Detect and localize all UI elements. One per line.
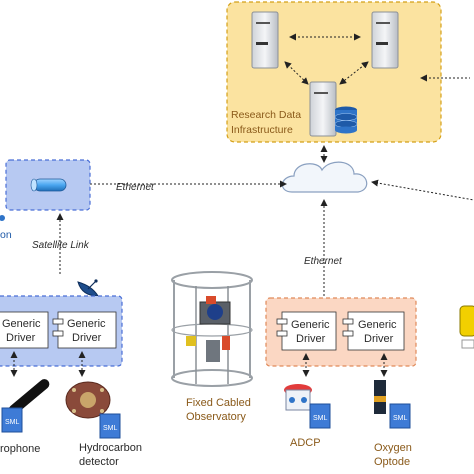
partial-device-icon: [459, 305, 474, 349]
server-link: [284, 61, 309, 85]
driver-label: Generic: [67, 318, 106, 330]
server-link: [339, 61, 369, 85]
partial-label: on: [0, 229, 12, 241]
generic-driver-component: Generic Driver: [52, 311, 117, 349]
satellite-gateway-box: [5, 159, 91, 211]
oxygen-label-line2: Optode: [374, 456, 410, 468]
driver-label: Generic: [358, 319, 397, 331]
ethernet-mid-label: Ethernet: [304, 256, 343, 267]
right-driver-box: Generic Driver Generic Driver: [265, 297, 417, 367]
hydrophone-icon: SML: [1, 379, 50, 433]
driver-label: Driver: [364, 333, 394, 345]
driver-label: Generic: [2, 318, 41, 330]
server-icon: [251, 11, 279, 69]
satellite-link-label: Satellite Link: [32, 240, 90, 251]
sml-tag: SML: [393, 415, 408, 422]
left-driver-box: Generic Driver Generic Driver: [0, 295, 123, 367]
generic-driver-component: Generic Driver: [276, 311, 337, 351]
adcp-label: ADCP: [290, 437, 321, 449]
sml-tag: SML: [313, 415, 328, 422]
adcp-icon: SML: [284, 384, 331, 429]
sml-tag: SML: [5, 419, 20, 426]
hydrocarbon-detector-icon: SML: [65, 381, 121, 439]
generic-driver-component: Generic Driver: [342, 311, 405, 351]
observatory-label-line2: Observatory: [186, 411, 246, 423]
partial-node-icon: [0, 215, 5, 221]
cloud-icon: [281, 161, 368, 193]
oxygen-label-line1: Oxygen: [374, 442, 412, 454]
server-icon: [371, 11, 399, 69]
driver-label: Driver: [6, 332, 36, 344]
generic-driver-component: Generic Driver: [0, 311, 49, 349]
driver-label: Generic: [291, 319, 330, 331]
hydrocarbon-label-line2: detector: [79, 456, 119, 468]
ethernet-top-label: Ethernet: [116, 182, 155, 193]
database-server-icon: [309, 81, 358, 137]
infra-label-line1: Research Data: [231, 109, 301, 121]
satellite-dish-icon: [77, 279, 99, 297]
infra-label-line2: Infrastructure: [231, 124, 293, 136]
gateway-cylinder-icon: [33, 178, 67, 192]
cloud-right-link: [371, 179, 474, 201]
driver-label: Driver: [72, 332, 102, 344]
hydrophone-label: rophone: [0, 443, 40, 455]
sml-tag: SML: [103, 425, 118, 432]
observatory-label-line1: Fixed Cabled: [186, 397, 251, 409]
driver-label: Driver: [296, 333, 326, 345]
observatory-frame-icon: [171, 271, 253, 387]
hydrocarbon-label-line1: Hydrocarbon: [79, 442, 142, 454]
oxygen-optode-icon: SML: [374, 380, 411, 429]
